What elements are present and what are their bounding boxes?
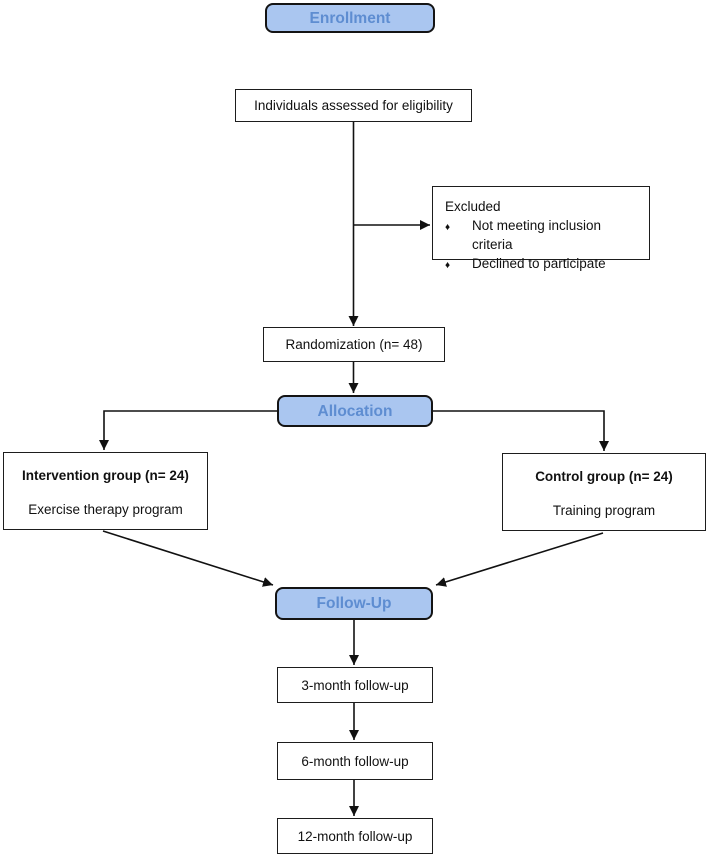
eligibility-box: Individuals assessed for eligibility	[235, 89, 472, 122]
allocation-stage-label: Allocation	[317, 402, 393, 420]
intervention-group-box: Intervention group (n= 24) Exercise ther…	[3, 452, 208, 530]
followup-stage-box: Follow-Up	[275, 587, 433, 620]
excluded-title: Excluded	[445, 199, 501, 214]
followup-6month-box: 6-month follow-up	[277, 742, 433, 780]
intervention-group-subtitle: Exercise therapy program	[28, 501, 183, 517]
followup-3month-label: 3-month follow-up	[301, 677, 409, 693]
excluded-item-label: Not meeting inclusion criteria	[472, 218, 602, 252]
control-group-subtitle: Training program	[552, 502, 656, 518]
allocation-stage-box: Allocation	[277, 395, 433, 427]
connector-intervention-followup	[102, 530, 274, 587]
eligibility-label: Individuals assessed for eligibility	[254, 98, 453, 113]
excluded-item: ♦ Declined to participate	[445, 254, 606, 275]
excluded-item: ♦ Not meeting inclusion criteria	[445, 216, 643, 254]
randomization-box: Randomization (n= 48)	[263, 327, 445, 362]
diamond-bullet-icon: ♦	[445, 222, 451, 233]
intervention-group-title: Intervention group (n= 24)	[22, 467, 189, 483]
connector-allocation-intervention	[99, 410, 277, 450]
enrollment-stage-label: Enrollment	[309, 9, 391, 27]
excluded-item-label: Declined to participate	[472, 256, 606, 271]
followup-stage-label: Follow-Up	[316, 595, 392, 612]
followup-12month-label: 12-month follow-up	[297, 828, 413, 844]
control-group-title: Control group (n= 24)	[535, 468, 673, 484]
connector-allocation-control	[433, 410, 609, 451]
enrollment-stage-box: Enrollment	[265, 3, 435, 33]
connector-control-followup	[435, 532, 604, 587]
diamond-bullet-icon: ♦	[445, 260, 451, 271]
followup-6month-label: 6-month follow-up	[301, 753, 409, 769]
excluded-box: Excluded ♦ Not meeting inclusion criteri…	[432, 186, 650, 271]
followup-3month-box: 3-month follow-up	[277, 667, 433, 703]
control-group-box: Control group (n= 24) Training program	[502, 453, 706, 531]
followup-12month-box: 12-month follow-up	[277, 818, 433, 854]
randomization-label: Randomization (n= 48)	[285, 337, 423, 352]
